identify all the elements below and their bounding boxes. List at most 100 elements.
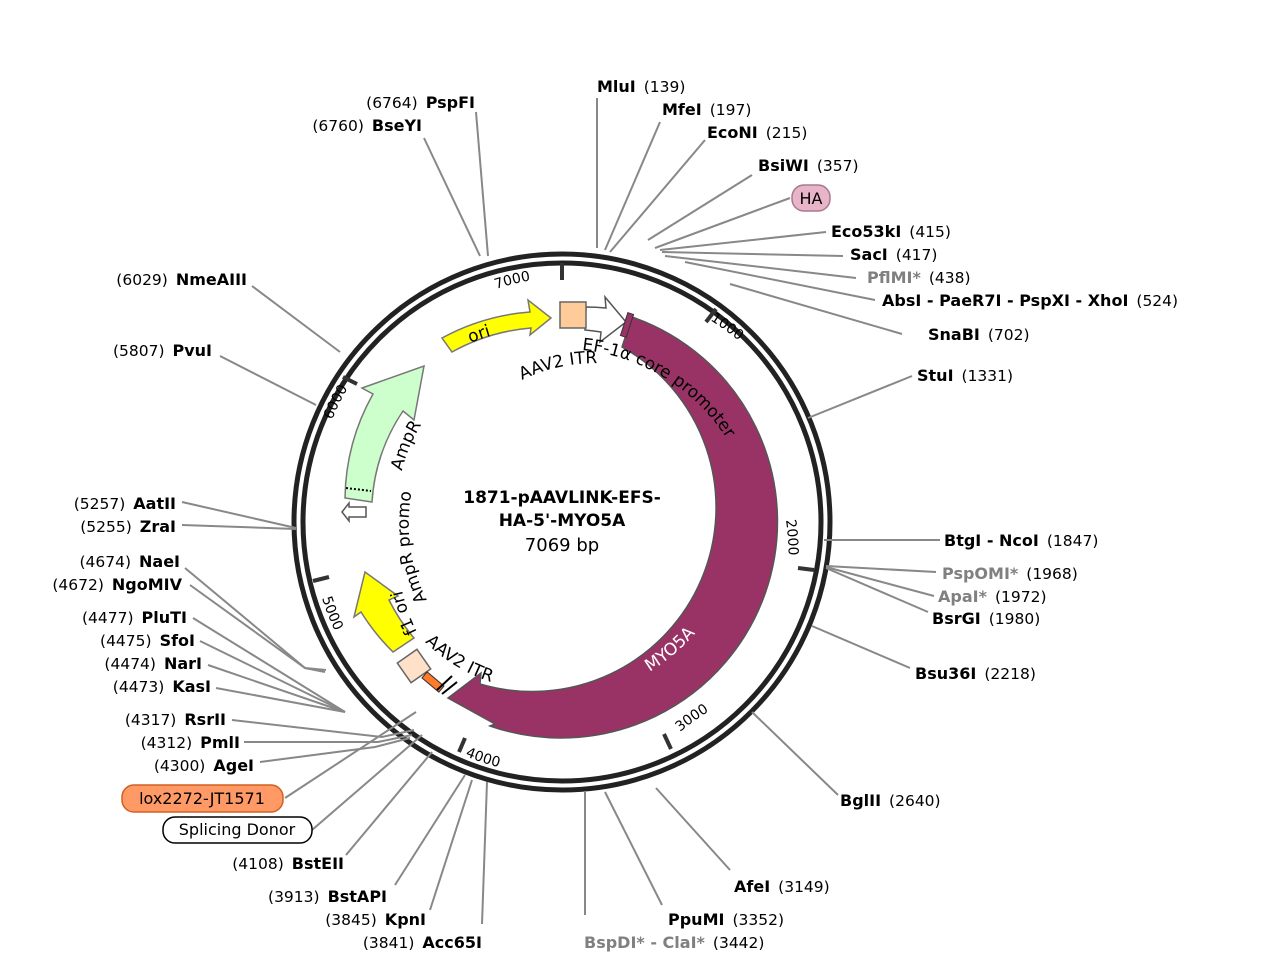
leader-snabi bbox=[729, 283, 903, 335]
site-nari[interactable]: (4474)NarI bbox=[104, 654, 202, 673]
site-aatii[interactable]: (5257)AatII bbox=[74, 494, 176, 513]
site-acc65i[interactable]: (3841)Acc65I bbox=[363, 933, 482, 952]
tick-5000 bbox=[312, 575, 330, 583]
leader-bsiwi bbox=[647, 174, 753, 241]
leader-apai bbox=[825, 566, 935, 597]
site-stui[interactable]: StuI(1331) bbox=[917, 366, 1013, 385]
site-apai[interactable]: ApaI*(1972) bbox=[938, 587, 1047, 606]
feature-label-aav2-itr-top: AAV2 ITR bbox=[516, 348, 598, 384]
feature-ampr[interactable] bbox=[344, 364, 425, 503]
plasmid-name-line1: 1871-pAAVLINK-EFS- bbox=[463, 488, 661, 508]
leader-zrai bbox=[181, 524, 297, 530]
site-ngomiv[interactable]: (4672)NgoMIV bbox=[52, 575, 182, 594]
leader-lox bbox=[284, 711, 417, 799]
site-mfei[interactable]: MfeI(197) bbox=[662, 100, 751, 119]
splice-tick-1 bbox=[436, 675, 453, 691]
site-agei[interactable]: (4300)AgeI bbox=[154, 756, 254, 775]
feature-f1-ori[interactable] bbox=[352, 570, 416, 653]
leader-pmli bbox=[244, 734, 413, 743]
leader-pvui bbox=[219, 355, 317, 406]
leader-ppumi bbox=[604, 791, 663, 906]
site-pspfi[interactable]: (6764)PspFI bbox=[366, 93, 475, 112]
leader-stui bbox=[807, 375, 913, 419]
plasmid-size: 7069 bp bbox=[525, 535, 599, 556]
site-btgi[interactable]: BtgI - NcoI(1847) bbox=[944, 531, 1098, 550]
leader-kasi bbox=[215, 687, 346, 713]
site-bspdi[interactable]: BspDI* - ClaI*(3442) bbox=[584, 933, 764, 952]
site-sfoi[interactable]: (4475)SfoI bbox=[100, 631, 195, 650]
tick-6000 bbox=[342, 375, 358, 386]
site-bseyi[interactable]: (6760)BseYI bbox=[312, 116, 422, 135]
leader-bseyi bbox=[423, 137, 481, 257]
feature-ha-pill[interactable] bbox=[791, 184, 831, 212]
site-bstapi[interactable]: (3913)BstAPI bbox=[268, 887, 387, 906]
tick-label-6000: 6000 bbox=[321, 382, 351, 421]
leader-lines bbox=[181, 98, 940, 925]
tick-label-3000: 3000 bbox=[672, 701, 711, 735]
site-pvui[interactable]: (5807)PvuI bbox=[113, 341, 212, 360]
feature-lox2272-pill[interactable] bbox=[121, 784, 284, 813]
plasmid-name-line2: HA-5'-MYO5A bbox=[499, 511, 626, 531]
site-mlui[interactable]: MluI(139) bbox=[597, 77, 685, 96]
site-saci[interactable]: SacI(417) bbox=[850, 245, 937, 264]
marker-top bbox=[619, 312, 635, 338]
leader-splicing bbox=[311, 734, 423, 831]
leader-aatii bbox=[181, 501, 297, 529]
leader-econi bbox=[609, 139, 706, 253]
site-naei[interactable]: (4674)NaeI bbox=[79, 552, 180, 571]
site-pluti[interactable]: (4477)PluTI bbox=[82, 608, 187, 627]
leader-kpni bbox=[429, 779, 473, 911]
feature-aav2-itr-top[interactable] bbox=[559, 301, 587, 329]
site-pmli[interactable]: (4312)PmlI bbox=[141, 733, 240, 752]
tick-3000 bbox=[662, 733, 673, 750]
site-kpni[interactable]: (3845)KpnI bbox=[325, 910, 426, 929]
site-bsrgi[interactable]: BsrGI(1980) bbox=[932, 609, 1040, 628]
site-bsu36i[interactable]: Bsu36I(2218) bbox=[915, 664, 1036, 683]
feature-lox2272-label: lox2272-JT1571 bbox=[139, 789, 265, 808]
site-pspomi[interactable]: PspOMI*(1968) bbox=[942, 564, 1078, 583]
site-afei[interactable]: AfeI(3149) bbox=[734, 877, 830, 896]
site-econi[interactable]: EcoNI(215) bbox=[707, 123, 807, 142]
leader-ha bbox=[654, 197, 791, 249]
leader-bstapi bbox=[394, 774, 466, 886]
feature-lox2272-marker[interactable] bbox=[421, 671, 445, 693]
site-absi[interactable]: AbsI - PaeR7I - PspXI - XhoI(524) bbox=[882, 291, 1178, 310]
leader-pluti bbox=[192, 617, 346, 713]
tick-1000 bbox=[704, 307, 718, 324]
leader-bsteii bbox=[345, 751, 433, 856]
leader-mfei bbox=[604, 121, 661, 251]
leader-afei bbox=[655, 787, 731, 871]
leader-bglii bbox=[751, 711, 839, 796]
site-ppumi[interactable]: PpuMI(3352) bbox=[668, 910, 784, 929]
leader-nari bbox=[207, 664, 346, 713]
backbone-outer-ring bbox=[291, 251, 833, 793]
leader-agei bbox=[259, 737, 411, 763]
site-nmeaiii[interactable]: (6029)NmeAIII bbox=[116, 270, 247, 289]
site-bsteii[interactable]: (4108)BstEII bbox=[232, 854, 344, 873]
site-eco53ki[interactable]: Eco53kI(415) bbox=[831, 222, 951, 241]
feature-myo5a[interactable] bbox=[446, 316, 779, 739]
feature-ef1a-core-promoter[interactable] bbox=[584, 294, 628, 344]
site-bglii[interactable]: BglII(2640) bbox=[840, 791, 941, 810]
leader-eco53ki bbox=[659, 231, 827, 251]
leader-sfoi bbox=[199, 640, 346, 713]
feature-ampr-promoter[interactable] bbox=[341, 500, 367, 524]
leader-rsrii bbox=[231, 719, 415, 739]
leader-pspfi bbox=[475, 111, 489, 257]
leader-bsrgi bbox=[825, 567, 929, 613]
feature-splicing-donor-pill[interactable] bbox=[162, 816, 313, 844]
site-zrai[interactable]: (5255)ZraI bbox=[80, 517, 176, 536]
site-snabi[interactable]: SnaBI(702) bbox=[928, 325, 1030, 344]
splice-tick-2 bbox=[441, 681, 458, 695]
feature-ha-label: HA bbox=[800, 189, 823, 208]
site-bsiwi[interactable]: BsiWI(357) bbox=[758, 156, 859, 175]
leader-pspomi bbox=[825, 565, 937, 573]
leader-absi bbox=[684, 261, 876, 301]
site-kasi[interactable]: (4473)KasI bbox=[113, 677, 211, 696]
tick-label-1000: 1000 bbox=[708, 310, 747, 344]
site-pflmi[interactable]: PflMI*(438) bbox=[867, 268, 971, 287]
feature-ori[interactable] bbox=[440, 298, 553, 353]
feature-aav2-itr-bottom[interactable] bbox=[396, 648, 432, 684]
leader-nmeaiii bbox=[251, 285, 341, 353]
site-rsrii[interactable]: (4317)RsrII bbox=[125, 710, 226, 729]
